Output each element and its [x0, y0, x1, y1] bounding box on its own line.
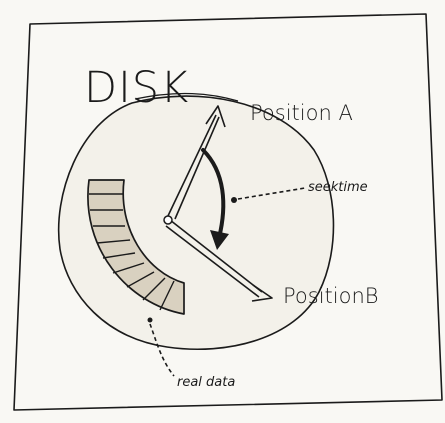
read-data-segment	[87, 179, 185, 315]
seek-arrow	[201, 148, 229, 250]
read-data-arc	[87, 179, 185, 315]
disk-outline-stroke	[134, 92, 239, 102]
position-a-label: Position A	[250, 101, 353, 125]
read-data-sector-lines	[89, 193, 175, 311]
read-data-leader	[147, 317, 175, 377]
disk-title: DISK	[84, 63, 189, 113]
arm-position-a	[166, 105, 226, 220]
arm-position-b	[165, 219, 273, 302]
outer-frame	[13, 13, 443, 411]
read-data-label: real data	[177, 375, 235, 390]
spindle	[163, 215, 173, 225]
position-b-label: PositionB	[283, 284, 379, 308]
seek-time-label: seektime	[308, 180, 368, 195]
seek-time-leader	[231, 187, 306, 203]
